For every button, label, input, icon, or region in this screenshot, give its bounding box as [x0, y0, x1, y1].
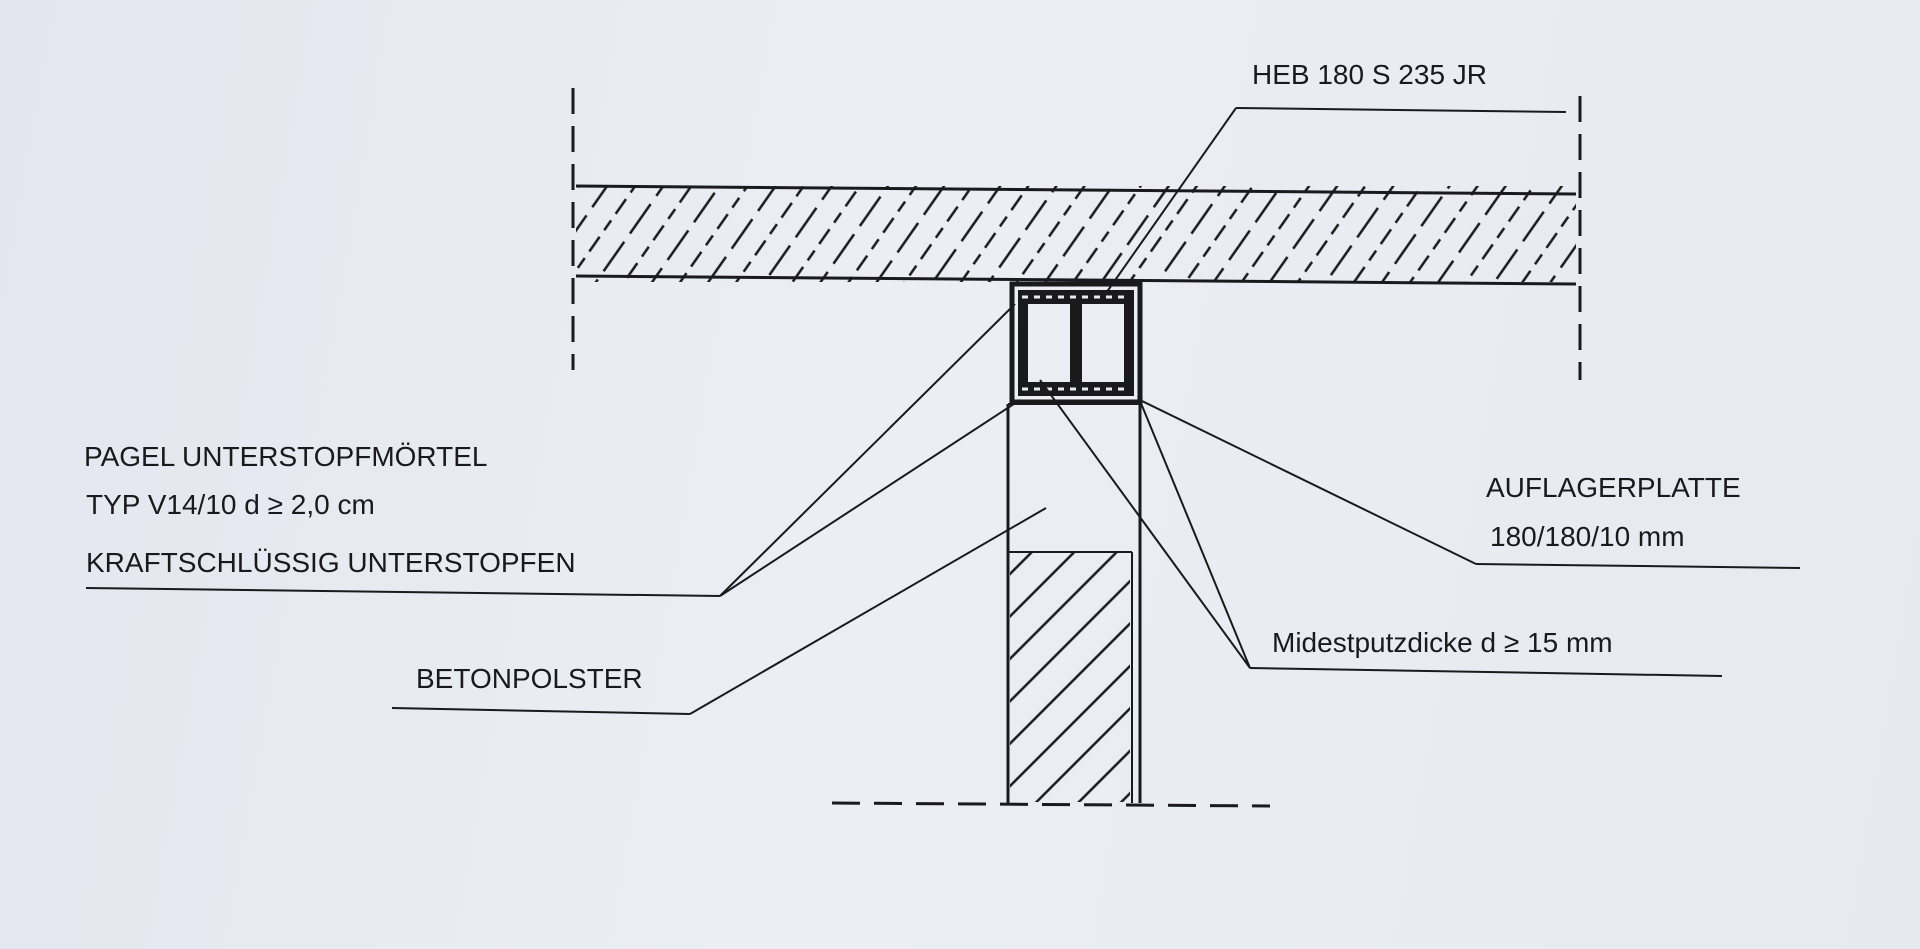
plaster-thickness-label: Midestputzdicke d ≥ 15 mm	[1272, 627, 1613, 658]
mortar-label-line2: TYP V14/10 d ≥ 2,0 cm	[86, 489, 375, 520]
bearing-plate-label-line2: 180/180/10 mm	[1490, 521, 1685, 552]
leader-mortar	[85, 303, 1021, 597]
mortar-label-line3: KRAFTSCHLÜSSIG UNTERSTOPFEN	[86, 547, 576, 578]
concrete-pad-label: BETONPOLSTER	[416, 663, 643, 694]
mortar-label-line1: PAGEL UNTERSTOPFMÖRTEL	[84, 441, 487, 472]
leader-plaster	[1039, 379, 1723, 677]
beam-profile-label: HEB 180 S 235 JR	[1252, 59, 1487, 90]
wall-column	[1006, 403, 1142, 803]
leader-concrete-pad	[391, 507, 1047, 715]
bearing-plate-label-line1: AUFLAGERPLATTE	[1486, 472, 1741, 503]
ceiling-slab	[575, 184, 1577, 286]
break-line-bottom	[831, 801, 1271, 808]
leader-beam-profile	[1103, 107, 1567, 297]
leader-bearing-plate	[1139, 399, 1801, 569]
steel-beam-section	[1009, 281, 1143, 405]
